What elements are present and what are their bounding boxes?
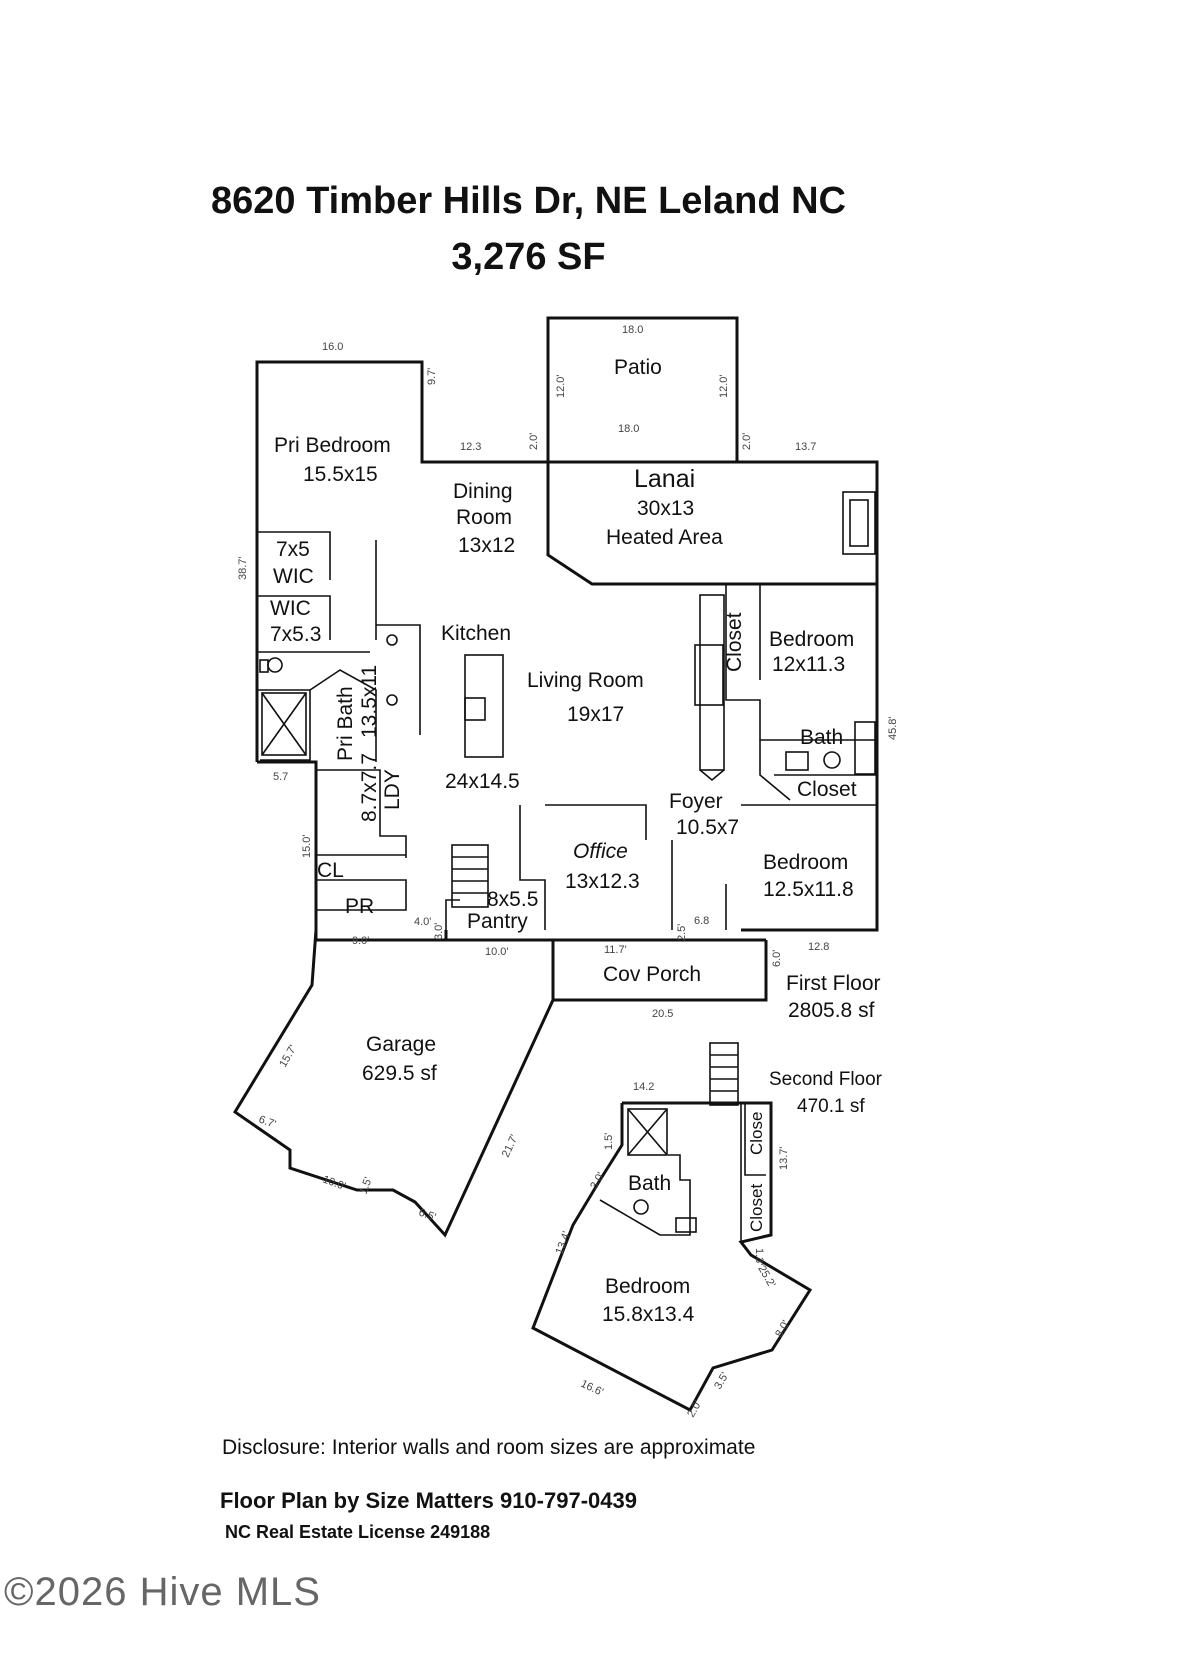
pri-bath-label: Pri Bath [334, 686, 357, 761]
bath1-label: Bath [800, 726, 843, 749]
second-floor-sf: 470.1 sf [797, 1096, 865, 1117]
closet2-label: Closet [797, 778, 857, 801]
dim-label: 18.0 [618, 423, 639, 435]
first-floor-sf: 2805.8 sf [788, 999, 875, 1022]
foyer-size: 10.5x7 [676, 816, 739, 839]
office-label: Office [573, 840, 628, 863]
dim-label: 3.5' [712, 1370, 731, 1391]
dim-label: 12.0' [555, 374, 567, 398]
dim-label: 12.3 [460, 441, 481, 453]
bedroom3-size: 15.8x13.4 [602, 1303, 695, 1326]
bedroom1-label: Bedroom [769, 628, 854, 651]
ldy-label: LDY [381, 769, 404, 810]
dim-label: 3.0' [433, 923, 445, 940]
pri-bedroom-label: Pri Bedroom [274, 434, 391, 457]
garage-sf: 629.5 sf [362, 1062, 437, 1085]
dim-label: 15.0' [301, 834, 313, 858]
pri-bath-size: 13.5x11 [358, 665, 381, 738]
dim-label: 15.7' [277, 1043, 299, 1069]
dim-label: 6.8 [694, 915, 709, 927]
dim-label: 9.0' [352, 935, 369, 947]
bedroom2-size: 12.5x11.8 [763, 878, 854, 901]
living-label: Living Room [527, 669, 644, 692]
dining-label-2: Room [456, 506, 512, 529]
dim-label: 6.0' [771, 950, 783, 967]
dim-label: 12.8 [808, 941, 829, 953]
room-labels: Patio Pri Bedroom 15.5x15 Dining Room 13… [270, 356, 883, 1326]
dim-label: 2.0' [528, 433, 540, 450]
total-sf-title: 3,276 SF [451, 236, 606, 278]
second-floor-label: Second Floor [769, 1069, 883, 1090]
lanai-size: 30x13 [637, 497, 694, 520]
wic1-size: 7x5 [276, 538, 310, 561]
dim-label: 11.7' [604, 944, 627, 956]
dim-label: 6.5' [417, 1207, 437, 1224]
patio-label: Patio [614, 356, 662, 379]
cov-porch-label: Cov Porch [603, 963, 701, 986]
dining-label: Dining [453, 480, 513, 503]
dim-label: 6.7' [257, 1114, 277, 1131]
foyer-label: Foyer [669, 790, 723, 813]
dim-label: 1.3' [753, 1248, 765, 1265]
floor-plan-credit: Floor Plan by Size Matters 910-797-0439 [220, 1488, 637, 1513]
dim-label: 2.0' [685, 1398, 704, 1419]
dim-label: 38.7' [237, 556, 249, 580]
dim-label: 1.5' [358, 1176, 375, 1196]
cl-label: CL [317, 859, 344, 882]
pri-bedroom-size: 15.5x15 [303, 463, 378, 486]
dim-label: 45.8' [887, 716, 899, 740]
wic2-size: 7x5.3 [270, 623, 321, 646]
garage-label: Garage [366, 1033, 436, 1056]
second-floor-walls [531, 1042, 813, 1413]
interior-walls [257, 491, 878, 930]
dim-label: 10.0' [485, 946, 509, 958]
ldy-size: 8.7x7.7 [358, 753, 381, 822]
dim-label: 1.5' [603, 1133, 615, 1150]
dimension-labels: 16.0 18.0 18.0 12.0' 12.0' 9.7' 12.3 2.0… [237, 324, 899, 1420]
office-size: 13x12.3 [565, 870, 640, 893]
closet1-label: Closet [723, 612, 746, 672]
closet3-label: Close [747, 1112, 766, 1155]
kitchen-size: 24x14.5 [445, 770, 520, 793]
pantry-size: 8x5.5 [487, 888, 538, 911]
dining-size: 13x12 [458, 534, 515, 557]
disclosure-text: Disclosure: Interior walls and room size… [222, 1436, 756, 1459]
dim-label: 2.5' [676, 924, 688, 941]
first-floor-walls [232, 316, 879, 1238]
dim-label: 13.7 [795, 441, 816, 453]
dim-label: 14.2 [633, 1081, 654, 1093]
dim-label: 13.4' [554, 1230, 573, 1256]
dim-label: 12.0' [718, 374, 730, 398]
dim-label: 5.7 [273, 771, 288, 783]
closet4-label: Closet [747, 1184, 766, 1232]
dim-label: 21.7' [500, 1133, 521, 1159]
bath2-label: Bath [628, 1172, 671, 1195]
lanai-label: Lanai [634, 465, 695, 493]
pr-label: PR [345, 895, 374, 918]
living-size: 19x17 [567, 703, 624, 726]
bedroom2-label: Bedroom [763, 851, 848, 874]
dim-label: 16.6' [579, 1378, 605, 1399]
dim-label: 13.7' [778, 1146, 790, 1170]
dim-label: 18.0 [622, 324, 643, 336]
dim-label: 2.0' [741, 433, 753, 450]
pantry-label: Pantry [467, 910, 528, 933]
wic2-label: WIC [270, 597, 311, 620]
dim-label: 9.7' [426, 368, 438, 385]
kitchen-label: Kitchen [441, 622, 511, 645]
first-floor-label: First Floor [786, 972, 881, 995]
license-text: NC Real Estate License 249188 [225, 1522, 491, 1542]
wic1-label: WIC [273, 565, 314, 588]
dim-label: 10.0' [321, 1174, 347, 1193]
address-title: 8620 Timber Hills Dr, NE Leland NC [211, 180, 846, 222]
bedroom3-label: Bedroom [605, 1275, 690, 1298]
dim-label: 16.0 [322, 341, 343, 353]
dim-label: 20.5 [652, 1008, 673, 1020]
dim-label: 4.0' [414, 916, 431, 928]
bedroom1-size: 12x11.3 [772, 653, 845, 676]
lanai-note: Heated Area [606, 526, 723, 549]
watermark: ©2026 Hive MLS [4, 1570, 321, 1614]
